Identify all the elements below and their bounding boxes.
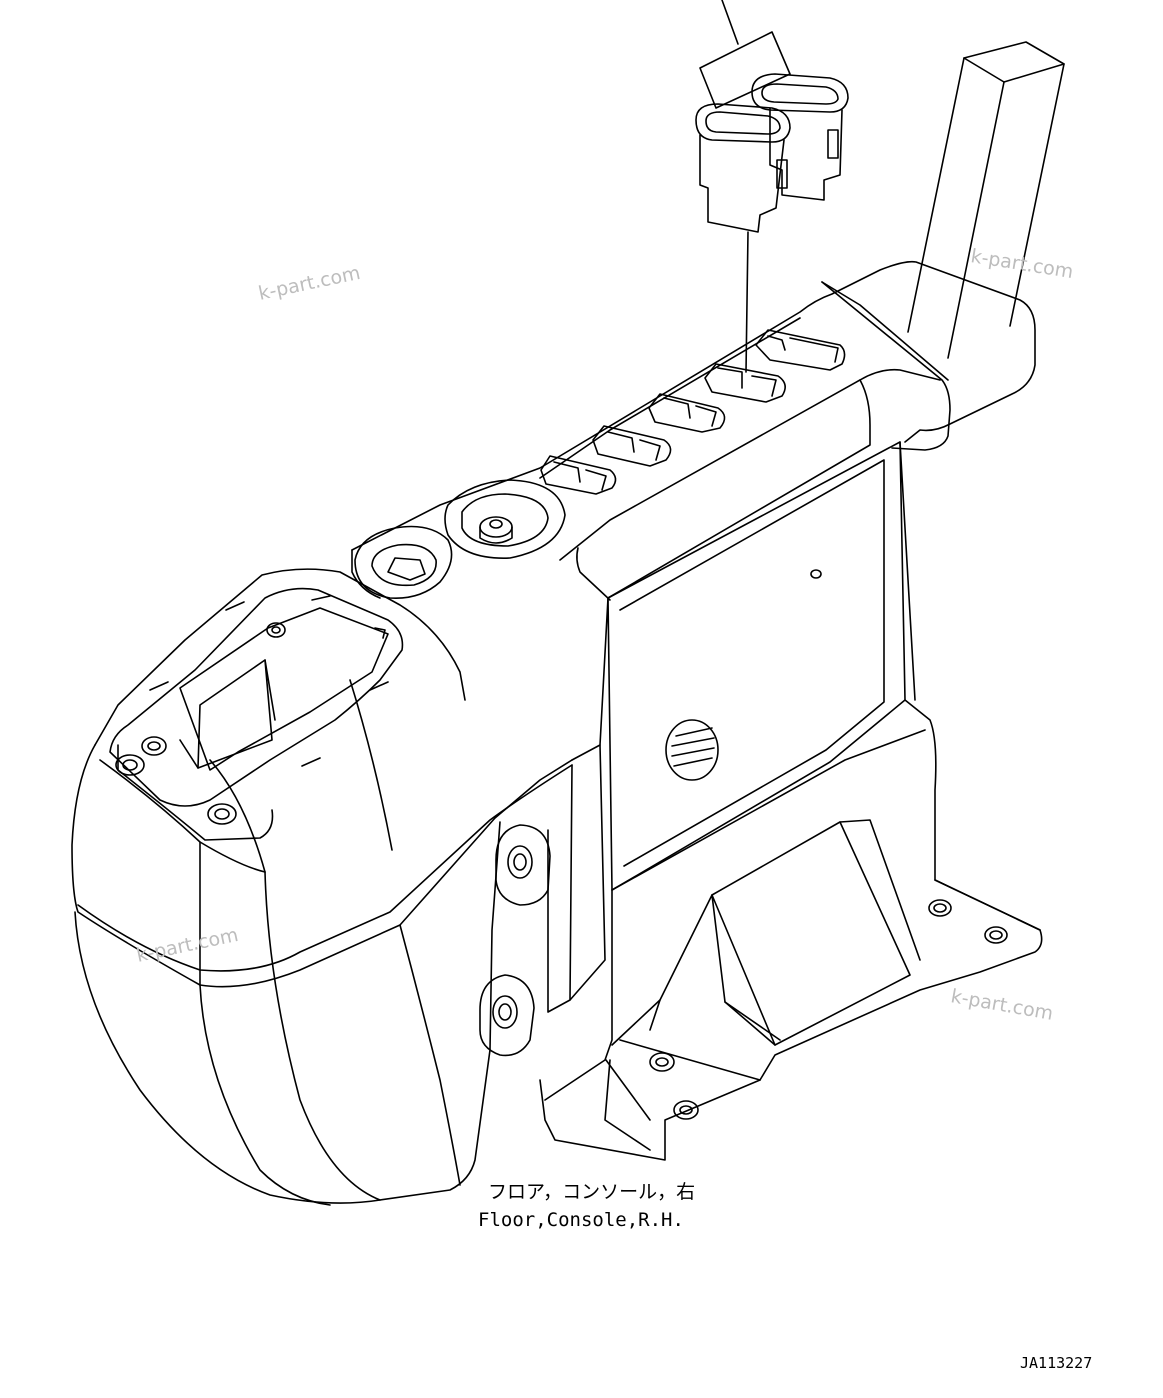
wire-harness: [699, 0, 791, 109]
round-recesses: [354, 479, 566, 599]
base-stand: [539, 699, 1043, 1161]
connector-front: [695, 103, 791, 373]
switch-slots: [540, 329, 846, 495]
console-side: [547, 441, 916, 1013]
watermark: k-part.com: [969, 245, 1075, 283]
armrest-end: [71, 568, 573, 1206]
watermark: k-part.com: [256, 262, 362, 305]
caption-jp: フロア，コンソール，右: [488, 1181, 695, 1203]
watermark: k-part.com: [134, 924, 240, 967]
watermark: k-part.com: [949, 985, 1055, 1025]
side-knobs: [479, 824, 551, 1057]
drawing-id: JA113227: [1020, 1354, 1092, 1372]
caption-en: Floor,Console,R.H.: [478, 1209, 684, 1231]
armrest-cutout: [109, 587, 404, 825]
connector-rear: [751, 73, 849, 201]
console-top: [351, 260, 1036, 601]
caption: フロア，コンソール，右 Floor,Console,R.H.: [478, 1181, 695, 1231]
post: [907, 41, 1065, 359]
